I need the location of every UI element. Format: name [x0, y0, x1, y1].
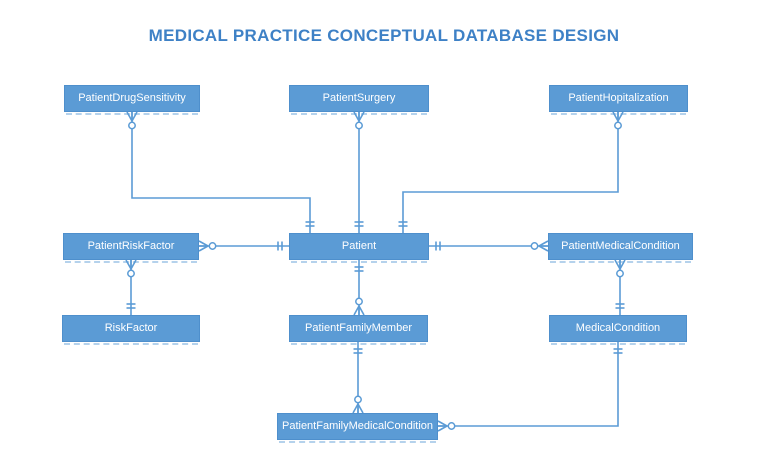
- entity-label: PatientFamilyMedicalCondition: [281, 420, 433, 432]
- entity-patient[interactable]: Patient: [289, 233, 429, 263]
- crowsfoot-many-icon: [125, 259, 132, 270]
- entity-patient_medical_condition[interactable]: PatientMedicalCondition: [548, 233, 693, 263]
- entity-label: PatientRiskFactor: [87, 240, 175, 252]
- entity-patient_risk_factor[interactable]: PatientRiskFactor: [63, 233, 199, 263]
- zero-ring-icon: [616, 269, 624, 278]
- crowsfoot-many-icon: [352, 403, 359, 414]
- entity-medical_condition[interactable]: MedicalCondition: [549, 315, 687, 345]
- zero-ring-icon: [355, 121, 363, 130]
- crowsfoot-many-icon: [353, 111, 360, 122]
- diagram-title: MEDICAL PRACTICE CONCEPTUAL DATABASE DES…: [148, 26, 620, 45]
- relationship-patient_drug_sensitivity-patient: [131, 112, 311, 233]
- zero-ring-icon: [614, 121, 622, 130]
- crowsfoot-many-icon: [538, 240, 549, 247]
- crowsfoot-many-icon: [353, 305, 360, 316]
- crowsfoot-many-icon: [358, 111, 365, 122]
- crowsfoot-many-icon: [437, 420, 448, 427]
- crowsfoot-many-icon: [437, 425, 448, 432]
- relationship-patient_hopitalization-patient: [402, 112, 619, 233]
- crowsfoot-many-icon: [617, 111, 624, 122]
- crowsfoot-many-icon: [198, 245, 209, 252]
- zero-ring-icon: [354, 395, 362, 404]
- zero-ring-icon: [127, 269, 135, 278]
- crowsfoot-many-icon: [612, 111, 619, 122]
- crowsfoot-many-icon: [126, 111, 133, 122]
- crowsfoot-many-icon: [619, 259, 626, 270]
- zero-ring-icon: [208, 242, 217, 250]
- entity-patient_family_member[interactable]: PatientFamilyMember: [289, 315, 428, 345]
- entity-label: MedicalCondition: [575, 322, 661, 334]
- entity-label: RiskFactor: [104, 322, 158, 334]
- crowsfoot-many-icon: [538, 245, 549, 252]
- entity-patient_family_medical_condition[interactable]: PatientFamilyMedicalCondition: [277, 413, 438, 443]
- relationship-medical_condition-patient_family_medical_condition: [438, 342, 619, 427]
- zero-ring-icon: [447, 422, 456, 430]
- entity-label: Patient: [341, 240, 377, 252]
- entity-label: PatientDrugSensitivity: [78, 92, 186, 104]
- crowsfoot-many-icon: [358, 305, 365, 316]
- zero-ring-icon: [128, 121, 136, 130]
- entity-patient_surgery[interactable]: PatientSurgery: [289, 85, 429, 115]
- crowsfoot-many-icon: [357, 403, 364, 414]
- entity-label: PatientSurgery: [322, 92, 396, 104]
- crowsfoot-many-icon: [130, 259, 137, 270]
- entity-label: PatientHopitalization: [568, 92, 669, 104]
- crowsfoot-many-icon: [198, 240, 209, 247]
- zero-ring-icon: [530, 242, 539, 250]
- crowsfoot-many-icon: [614, 259, 621, 270]
- entity-patient_hopitalization[interactable]: PatientHopitalization: [549, 85, 688, 115]
- crowsfoot-many-icon: [131, 111, 138, 122]
- entity-patient_drug_sensitivity[interactable]: PatientDrugSensitivity: [64, 85, 200, 115]
- entity-risk_factor[interactable]: RiskFactor: [62, 315, 200, 345]
- entity-label: PatientFamilyMember: [305, 322, 412, 334]
- zero-ring-icon: [355, 297, 363, 306]
- entity-label: PatientMedicalCondition: [561, 240, 680, 252]
